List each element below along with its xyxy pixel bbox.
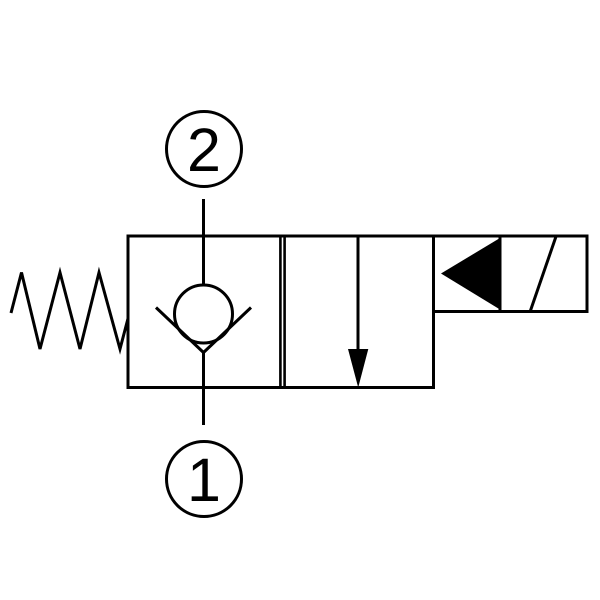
port-1: 1 xyxy=(165,440,243,518)
check-valve-seat xyxy=(154,306,253,355)
spring-zigzag xyxy=(9,266,130,355)
port-1-label: 1 xyxy=(187,446,221,514)
solenoid-triangle xyxy=(441,238,500,310)
port-2: 2 xyxy=(165,110,243,285)
port-2-circle xyxy=(165,110,243,188)
return-spring-icon xyxy=(9,266,130,355)
port-2-label: 2 xyxy=(187,116,221,184)
flow-arrow-head xyxy=(348,349,369,388)
port-1-circle xyxy=(165,440,243,518)
valve-body xyxy=(126,234,435,389)
check-valve-ball xyxy=(173,283,234,345)
solenoid-outline xyxy=(432,234,589,313)
check-valve-icon xyxy=(154,283,253,425)
down-flow-arrow-icon xyxy=(348,236,369,388)
solenoid-slash-line xyxy=(529,236,558,311)
solenoid-actuator-icon xyxy=(432,234,589,313)
